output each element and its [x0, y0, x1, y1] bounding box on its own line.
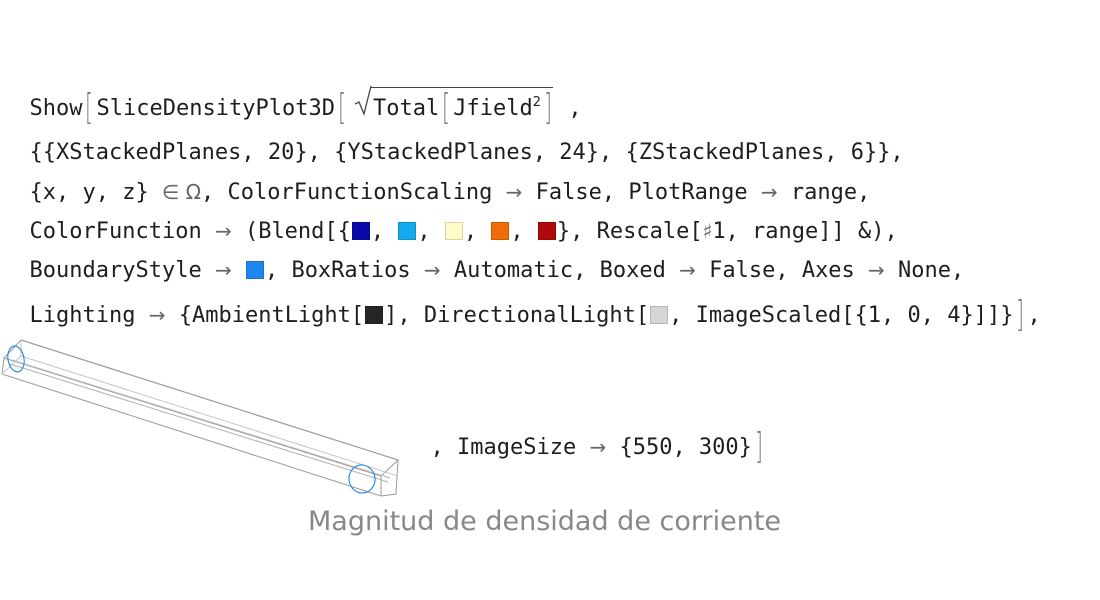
code-line-1[interactable]: Show[SliceDensityPlot3D[Total[Jfield2] ,	[3, 58, 582, 128]
stacked-planes-spec: {{XStackedPlanes, 20}, {YStackedPlanes, …	[29, 140, 904, 165]
rule-arrow-icon: →	[760, 180, 778, 204]
color-swatch-ambient-black[interactable]	[365, 306, 384, 324]
code-line-6[interactable]: Lighting → {AmbientLight[ ], DirectionalL…	[3, 270, 1041, 335]
color-swatch-light-yellow[interactable]	[444, 222, 463, 240]
code-line-5[interactable]: BoundaryStyle → , BoxRatios → Automatic,…	[3, 225, 965, 286]
range-value: range,	[777, 180, 871, 205]
rule-arrow-icon: →	[589, 435, 607, 459]
rule-arrow-icon: →	[214, 219, 232, 243]
rule-arrow-icon: →	[505, 180, 523, 204]
separator: ,	[463, 219, 491, 244]
option-imagesize: , ImageSize	[430, 435, 590, 460]
close-bracket: ]	[755, 426, 763, 467]
code-line-4[interactable]: ColorFunction → (Blend[{, , , , }, Resca…	[3, 186, 898, 247]
open-bracket: [	[85, 87, 94, 128]
close-bracket: ]	[1016, 294, 1025, 335]
color-swatch-boundary-blue[interactable]	[245, 261, 264, 279]
slice-density-function: SliceDensityPlot3D	[96, 96, 335, 121]
total-function: Total	[373, 96, 440, 121]
option-boxed: Automatic, Boxed	[440, 258, 680, 283]
variables-list: {x, y, z}	[29, 180, 162, 205]
radical-bar	[371, 87, 554, 88]
open-bracket: [	[442, 87, 451, 128]
option-colorfunctionscaling: , ColorFunctionScaling	[201, 180, 506, 205]
option-boxratios: , BoxRatios	[264, 258, 424, 283]
code-line-3[interactable]: {x, y, z} ∈ Ω, ColorFunctionScaling → Fa…	[3, 147, 871, 208]
close-bracket: ]	[544, 87, 552, 128]
comma: ,	[1027, 303, 1041, 328]
ambient-light: {AmbientLight[	[165, 303, 365, 328]
element-of-icon: ∈	[161, 180, 180, 204]
color-swatch-light-blue[interactable]	[398, 222, 417, 240]
option-axes: False, Axes	[695, 258, 869, 283]
comma: ,	[555, 96, 582, 121]
exponent: 2	[532, 95, 542, 110]
color-swatch-dark-blue[interactable]	[351, 222, 370, 240]
show-function: Show	[29, 96, 83, 121]
color-swatch-dark-red[interactable]	[537, 222, 556, 240]
separator: ,	[510, 219, 537, 244]
rule-arrow-icon: →	[214, 258, 232, 282]
jfield-variable: Jfield	[453, 96, 533, 121]
omega-region: Ω	[179, 180, 202, 204]
image-scaled: , ImageScaled[{1, 0, 4}]]}	[669, 303, 1014, 328]
rule-arrow-icon: →	[868, 258, 885, 282]
separator: ,	[417, 219, 444, 244]
code-line-2[interactable]: {{XStackedPlanes, 20}, {YStackedPlanes, …	[3, 108, 904, 168]
directional-light: ], DirectionalLight[	[384, 303, 650, 328]
imagesize-value: {550, 300}	[606, 435, 752, 460]
rescale-part: }, Rescale[	[556, 219, 703, 244]
rule-arrow-icon: →	[423, 258, 441, 282]
plot-caption: Magnitud de densidad de corriente	[308, 506, 782, 537]
axes-value: None,	[884, 258, 965, 283]
radical-sign-icon	[354, 85, 372, 117]
color-swatch-directional-gray[interactable]	[650, 306, 669, 324]
color-swatch-orange[interactable]	[491, 222, 510, 240]
open-bracket: [	[338, 87, 346, 128]
option-colorfunction: ColorFunction	[29, 219, 215, 244]
option-plotrange: False, PlotRange	[522, 180, 761, 205]
boundary-ellipses	[7, 345, 376, 494]
rule-arrow-icon: →	[679, 258, 696, 282]
blend-open: (Blend[{	[231, 219, 351, 244]
slot-icon: ♯	[702, 219, 713, 243]
option-lighting: Lighting	[29, 303, 149, 328]
rescale-end: 1, range]] &),	[712, 219, 898, 244]
code-line-7[interactable]: , ImageSize → {550, 300}]	[404, 402, 766, 467]
rule-arrow-icon: →	[148, 303, 166, 327]
option-boundarystyle: BoundaryStyle	[29, 258, 215, 283]
separator: ,	[370, 219, 398, 244]
square-root-expression: Total[Jfield2]	[353, 85, 555, 128]
plot-3d-graphic[interactable]	[0, 334, 400, 499]
